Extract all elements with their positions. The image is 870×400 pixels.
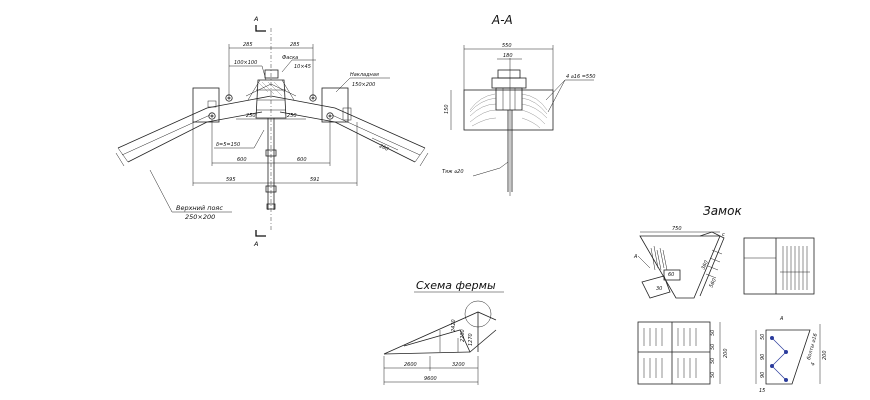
section-mark-bottom — [255, 230, 266, 237]
leader-rod — [472, 161, 509, 177]
lock-d3: 360 — [700, 260, 709, 271]
lock-view-top: 200 50 50 50 50 — [637, 321, 729, 385]
truss-h2: 1270 — [468, 333, 474, 346]
chord-right-axis — [331, 114, 421, 156]
overlay-plate-right — [321, 87, 349, 123]
chord-right-top — [270, 95, 426, 149]
lock-title: Замок — [703, 204, 742, 218]
dim-260: 260 — [378, 143, 389, 152]
section-top-plate — [497, 69, 521, 79]
chamfer-label: Фаска — [282, 55, 298, 61]
chord-label: Верхний пояс — [176, 204, 223, 212]
dim-600: 600 600 — [211, 120, 331, 166]
section-node — [495, 87, 523, 111]
lock-v2: 90 — [760, 354, 766, 360]
rod-label: Тяж ⌀20 — [442, 169, 464, 175]
lock-mark-front: А — [633, 254, 638, 260]
lock-v4: 15 — [759, 388, 765, 394]
section-timber — [463, 89, 554, 131]
section-aa-title: А-А — [491, 13, 513, 27]
lock-mark-bolts: А — [779, 316, 784, 322]
leader-chamfer — [281, 59, 316, 73]
dim-250-left: 250 — [246, 113, 256, 119]
lock-s3: 50 — [710, 358, 716, 364]
truss-span: 9600 — [424, 376, 437, 382]
main-ridge-node: А А — [115, 15, 429, 248]
section-inner-dim: 180 — [503, 53, 513, 59]
leader-weld — [214, 129, 265, 149]
truss-b2: 3200 — [452, 362, 465, 368]
lock-d4: 560 — [708, 278, 717, 289]
lock-view-side — [743, 237, 815, 295]
truss-h1: 2420 — [451, 319, 457, 332]
lock-v6: 4 — [810, 362, 817, 367]
section-cap — [491, 77, 527, 89]
truss-bottom-chord — [383, 351, 471, 355]
overlay-size-label: 150×200 — [352, 82, 375, 88]
wood-grain — [469, 93, 548, 129]
truss-scheme: Схема фермы 2420 1270 2200 2600 3200 960… — [383, 279, 504, 385]
lock-v1: 50 — [760, 334, 766, 340]
leader-overlay — [335, 77, 390, 93]
lock-details: Замок 750 А с 60 30 360 560 — [633, 204, 828, 394]
dim-595: 595 — [226, 177, 236, 183]
lock-view-bolts: А 50 90 90 15 200 болты ⌀16 4 — [755, 316, 828, 394]
washer-right — [342, 107, 352, 121]
truss-webs — [403, 329, 497, 353]
truss-b1: 2600 — [404, 362, 417, 368]
dim-right-top: 285 — [290, 42, 300, 48]
chord-size-label: 250×200 — [185, 213, 215, 221]
leader-bolts-aa — [545, 79, 594, 113]
dim-250-right: 250 — [287, 113, 297, 119]
lock-s2: 50 — [710, 344, 716, 350]
overlay-label: Накладная — [350, 72, 379, 78]
chord-left-bottom — [127, 111, 263, 163]
chord-left-axis — [121, 114, 211, 156]
lock-s4: 50 — [710, 372, 716, 378]
lock-view-front: 750 А с 60 30 360 560 — [633, 226, 725, 299]
chord-left-top — [117, 95, 272, 149]
dim-top: 285 285 — [228, 42, 314, 96]
dim-595-591: 595 591 — [192, 122, 358, 186]
lock-v3: 90 — [760, 372, 766, 378]
section-aa: А-А 550 180 150 4 ⌀16 =550 Тяж ⌀20 — [442, 13, 595, 196]
section-height-dim: 150 — [444, 104, 450, 114]
section-width-dim: 550 — [502, 43, 512, 49]
section-label-bottom: А — [253, 240, 258, 248]
dim-260-line — [371, 137, 399, 151]
overlay-plate-left — [192, 87, 220, 123]
chord-right-break — [414, 147, 429, 167]
chamfer-size-label: 10×45 — [294, 64, 311, 70]
chord-right-bottom — [279, 111, 416, 163]
leader-chord — [149, 169, 232, 213]
washer-left — [207, 100, 217, 108]
lock-side-dim: 200 — [723, 348, 729, 358]
lock-c-label: с — [722, 232, 725, 238]
lock-top-dim: 750 — [672, 226, 682, 232]
weld-label: δ=5=150 — [216, 142, 240, 148]
section-mark-top — [255, 25, 266, 32]
central-node — [245, 69, 297, 210]
plate-size-label: 100×100 — [234, 60, 257, 66]
leader-plate — [229, 65, 267, 81]
lock-d2: 30 — [656, 286, 662, 292]
bolts-aa-label: 4 ⌀16 =550 — [566, 74, 595, 80]
lock-v5: 200 — [822, 350, 828, 360]
dim-left-top: 285 — [243, 42, 253, 48]
dim-600-right: 600 — [297, 157, 307, 163]
truss-scheme-title: Схема фермы — [416, 279, 496, 292]
truss-h3: 2200 — [460, 329, 466, 342]
lock-s1: 50 — [710, 330, 716, 336]
lock-d1: 60 — [668, 272, 674, 278]
dim-600-left: 600 — [237, 157, 247, 163]
dim-591: 591 — [310, 177, 320, 183]
section-label-top: А — [253, 15, 258, 23]
chord-left-break — [115, 147, 129, 167]
